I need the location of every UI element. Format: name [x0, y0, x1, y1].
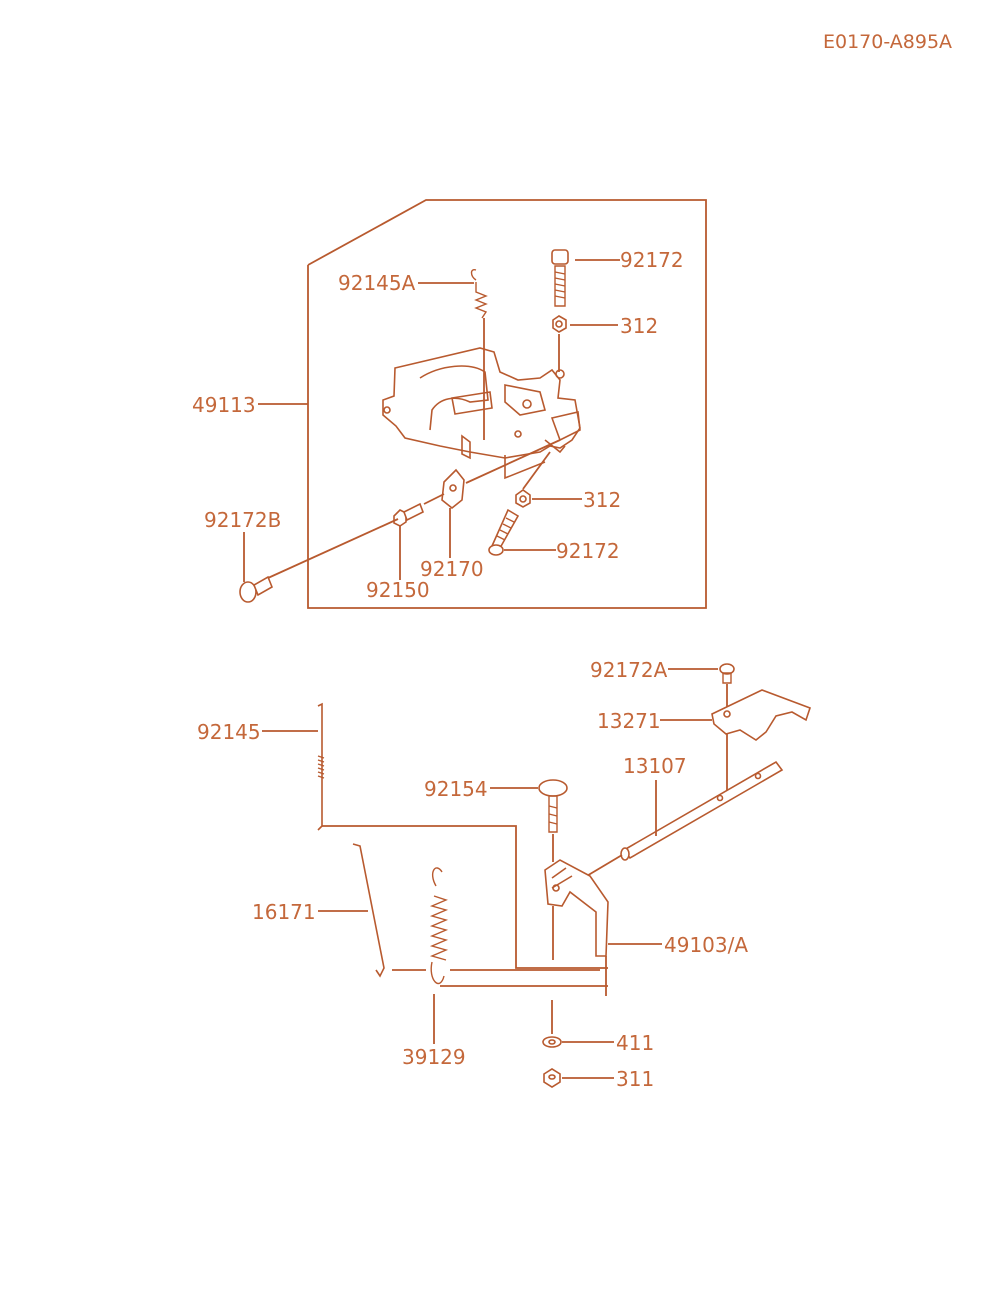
bolt-92172-top — [551, 249, 569, 307]
clamp-92170 — [441, 468, 465, 510]
label-92154: 92154 — [424, 777, 488, 801]
upper-group-outline — [307, 199, 707, 609]
label-92172A: 92172A — [590, 658, 668, 682]
label-39129: 39129 — [402, 1045, 466, 1069]
upper-assembly-group: 92172 92145A 312 49113 312 92172B 92172 … — [192, 199, 707, 609]
screw-92172A — [719, 663, 735, 714]
spring-92145A — [470, 268, 488, 440]
shaft-13107 — [579, 760, 784, 881]
label-411: 411 — [616, 1031, 654, 1055]
bolt-92172-lower — [488, 508, 520, 556]
label-92172-top: 92172 — [620, 248, 684, 272]
pin-92154 — [538, 779, 568, 862]
label-92145A: 92145A — [338, 271, 416, 295]
rod-92145 — [317, 702, 608, 969]
plate-13271 — [711, 689, 812, 790]
spring-39129 — [429, 867, 608, 987]
nut-312-top — [552, 315, 567, 372]
label-92145: 92145 — [197, 720, 261, 744]
screw-92172B — [239, 439, 561, 603]
lever-49103A — [544, 859, 609, 996]
label-312-mid: 312 — [583, 488, 621, 512]
label-92150: 92150 — [366, 578, 430, 602]
label-49103A: 49103/A — [664, 933, 748, 957]
diagram-reference-code: E0170-A895A — [823, 31, 952, 53]
control-plate — [382, 347, 581, 480]
label-13271: 13271 — [597, 709, 661, 733]
label-311: 311 — [616, 1067, 654, 1091]
nut-311 — [543, 1068, 561, 1088]
label-92172B: 92172B — [204, 508, 281, 532]
nut-312-mid — [515, 451, 551, 508]
link-rod-16171 — [352, 843, 426, 978]
label-49113: 49113 — [192, 393, 256, 417]
washer-411 — [542, 1000, 562, 1048]
lower-assembly-group: 92172A 13271 92145 13107 92154 16171 491… — [197, 658, 812, 1091]
bolt-92150 — [393, 502, 425, 527]
label-92170: 92170 — [420, 557, 484, 581]
label-312-top: 312 — [620, 314, 658, 338]
label-16171: 16171 — [252, 900, 316, 924]
label-13107: 13107 — [623, 754, 687, 778]
label-92172-lower: 92172 — [556, 539, 620, 563]
